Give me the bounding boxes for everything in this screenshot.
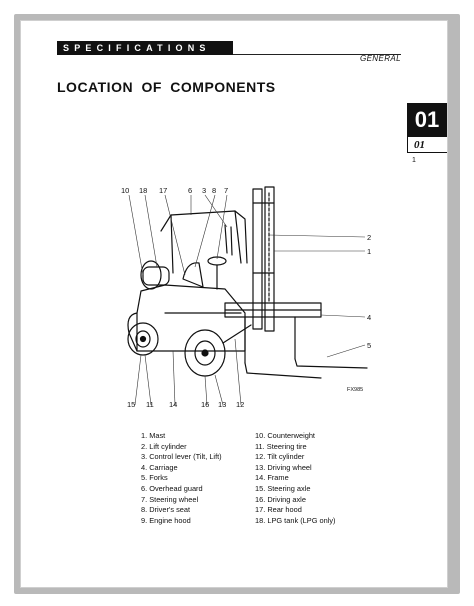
legend-item: 18. LPG tank (LPG only) — [255, 515, 336, 525]
legend-item: 12. Tilt cylinder — [255, 452, 305, 462]
chapter-tab: 01 — [407, 103, 447, 137]
callout-16: 16 — [201, 400, 209, 408]
forklift-diagram: 10 18 17 6 3 8 7 2 1 4 5 15 11 14 16 13 … — [121, 186, 371, 408]
callout-14: 14 — [169, 400, 177, 408]
legend-item: 11. Steering tire — [255, 441, 307, 451]
callout-13: 13 — [218, 400, 226, 408]
callout-18: 18 — [139, 186, 147, 195]
section-sublabel: GENERAL — [359, 54, 401, 63]
callout-6: 6 — [188, 186, 192, 195]
callout-2: 2 — [367, 233, 371, 242]
callout-7: 7 — [224, 186, 228, 195]
legend-item: 10. Counterweight — [255, 431, 315, 440]
page-number: 1 — [412, 157, 416, 164]
callout-3: 3 — [202, 186, 206, 195]
legend-item: 3. Control lever (Tilt, Lift) — [141, 452, 222, 462]
section-header-band: SPECIFICATIONS — [57, 41, 233, 55]
legend-left-column: 1. Mast 2. Lift cylinder 3. Control leve… — [141, 431, 222, 526]
manual-page: SPECIFICATIONS GENERAL LOCATION OF COMPO… — [20, 20, 448, 588]
legend-item: 14. Frame — [255, 473, 289, 483]
callout-11: 11 — [146, 400, 154, 408]
callout-15: 15 — [127, 400, 135, 408]
legend-item: 7. Steering wheel — [141, 494, 199, 504]
legend-item: 5. Forks — [141, 473, 168, 483]
callout-1: 1 — [367, 247, 371, 256]
legend-item: 8. Driver's seat — [141, 505, 191, 515]
header-rule — [233, 54, 401, 55]
legend-item: 17. Rear hood — [255, 505, 302, 515]
callout-5: 5 — [367, 341, 371, 350]
legend-item: 4. Carriage — [141, 462, 178, 472]
legend-item: 1. Mast — [141, 431, 166, 440]
chapter-subtab: 01 — [407, 137, 447, 153]
figure-code: FX985 — [347, 387, 363, 393]
legend-item: 15. Steering axle — [255, 483, 311, 493]
legend-item: 13. Driving wheel — [255, 462, 312, 472]
legend-item: 6. Overhead guard — [141, 483, 203, 493]
callout-10: 10 — [121, 186, 129, 195]
legend-item: 9. Engine hood — [141, 515, 191, 525]
page-title: LOCATION OF COMPONENTS — [57, 79, 276, 95]
callout-17: 17 — [159, 186, 167, 195]
callout-4: 4 — [367, 313, 371, 322]
callout-8: 8 — [212, 186, 216, 195]
legend-item: 16. Driving axle — [255, 494, 306, 504]
legend-right-column: 10. Counterweight 11. Steering tire 12. … — [255, 431, 336, 526]
callout-12: 12 — [236, 400, 244, 408]
legend-item: 2. Lift cylinder — [141, 441, 187, 451]
